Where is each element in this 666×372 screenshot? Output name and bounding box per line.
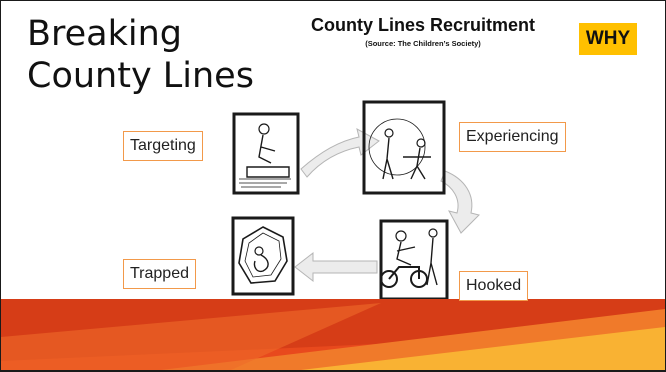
heading-main: County Lines Recruitment	[310, 15, 536, 35]
title-line-1: Breaking	[27, 14, 183, 54]
stage-label-targeting: Targeting	[123, 131, 203, 161]
sketch-curled-head	[254, 246, 264, 256]
stage-label-hooked: Hooked	[459, 271, 529, 301]
sketch-cage-inner	[244, 232, 282, 278]
sketch-figure-body	[246, 134, 290, 178]
footer-stripe-light	[1, 303, 381, 370]
footer-stripe-yellow	[301, 327, 665, 370]
arrow-hooked-to-trapped	[294, 251, 378, 283]
sketch-trapped	[231, 216, 295, 296]
title-line-2: County Lines	[27, 56, 254, 96]
sketch-figure-head	[258, 123, 270, 135]
sketch-cage	[238, 226, 288, 284]
why-badge: WHY	[579, 23, 637, 55]
arrow-targeting-to-experiencing	[300, 128, 380, 178]
diagram-heading: County Lines Recruitment (Source: The Ch…	[277, 15, 569, 48]
sketch-standing-body	[426, 237, 438, 286]
footer-band	[1, 299, 665, 370]
sketch-targeting	[232, 112, 300, 195]
sketch-figure-a-body	[382, 137, 394, 180]
frame-targeting	[232, 112, 300, 195]
cycle-arrows	[294, 128, 480, 283]
sketch-figure-b-head	[416, 138, 426, 148]
sketch-figure-a-head	[384, 128, 394, 138]
sketch-motorbike-frame	[388, 266, 420, 280]
sketch-spotlight	[368, 118, 426, 176]
sketch-rider-head	[395, 230, 407, 242]
sketch-experiencing	[362, 100, 446, 195]
heading-source: (Source: The Children’s Society)	[365, 39, 481, 48]
sketch-wheel-front	[380, 270, 398, 288]
sketch-rider-body	[396, 241, 416, 266]
slide-title: Breaking County Lines	[27, 13, 254, 97]
sketch-curled-body	[253, 254, 269, 273]
stage-label-experiencing: Experiencing	[459, 122, 566, 152]
stage-label-trapped: Trapped	[123, 259, 196, 289]
sketch-standing-head	[428, 228, 438, 238]
frame-experiencing	[362, 100, 446, 195]
frame-trapped	[231, 216, 295, 296]
sketch-figure-b-body	[403, 147, 431, 180]
sketch-hooked	[379, 219, 449, 301]
arrow-experiencing-to-hooked	[440, 170, 480, 234]
sketch-shading	[239, 178, 291, 188]
